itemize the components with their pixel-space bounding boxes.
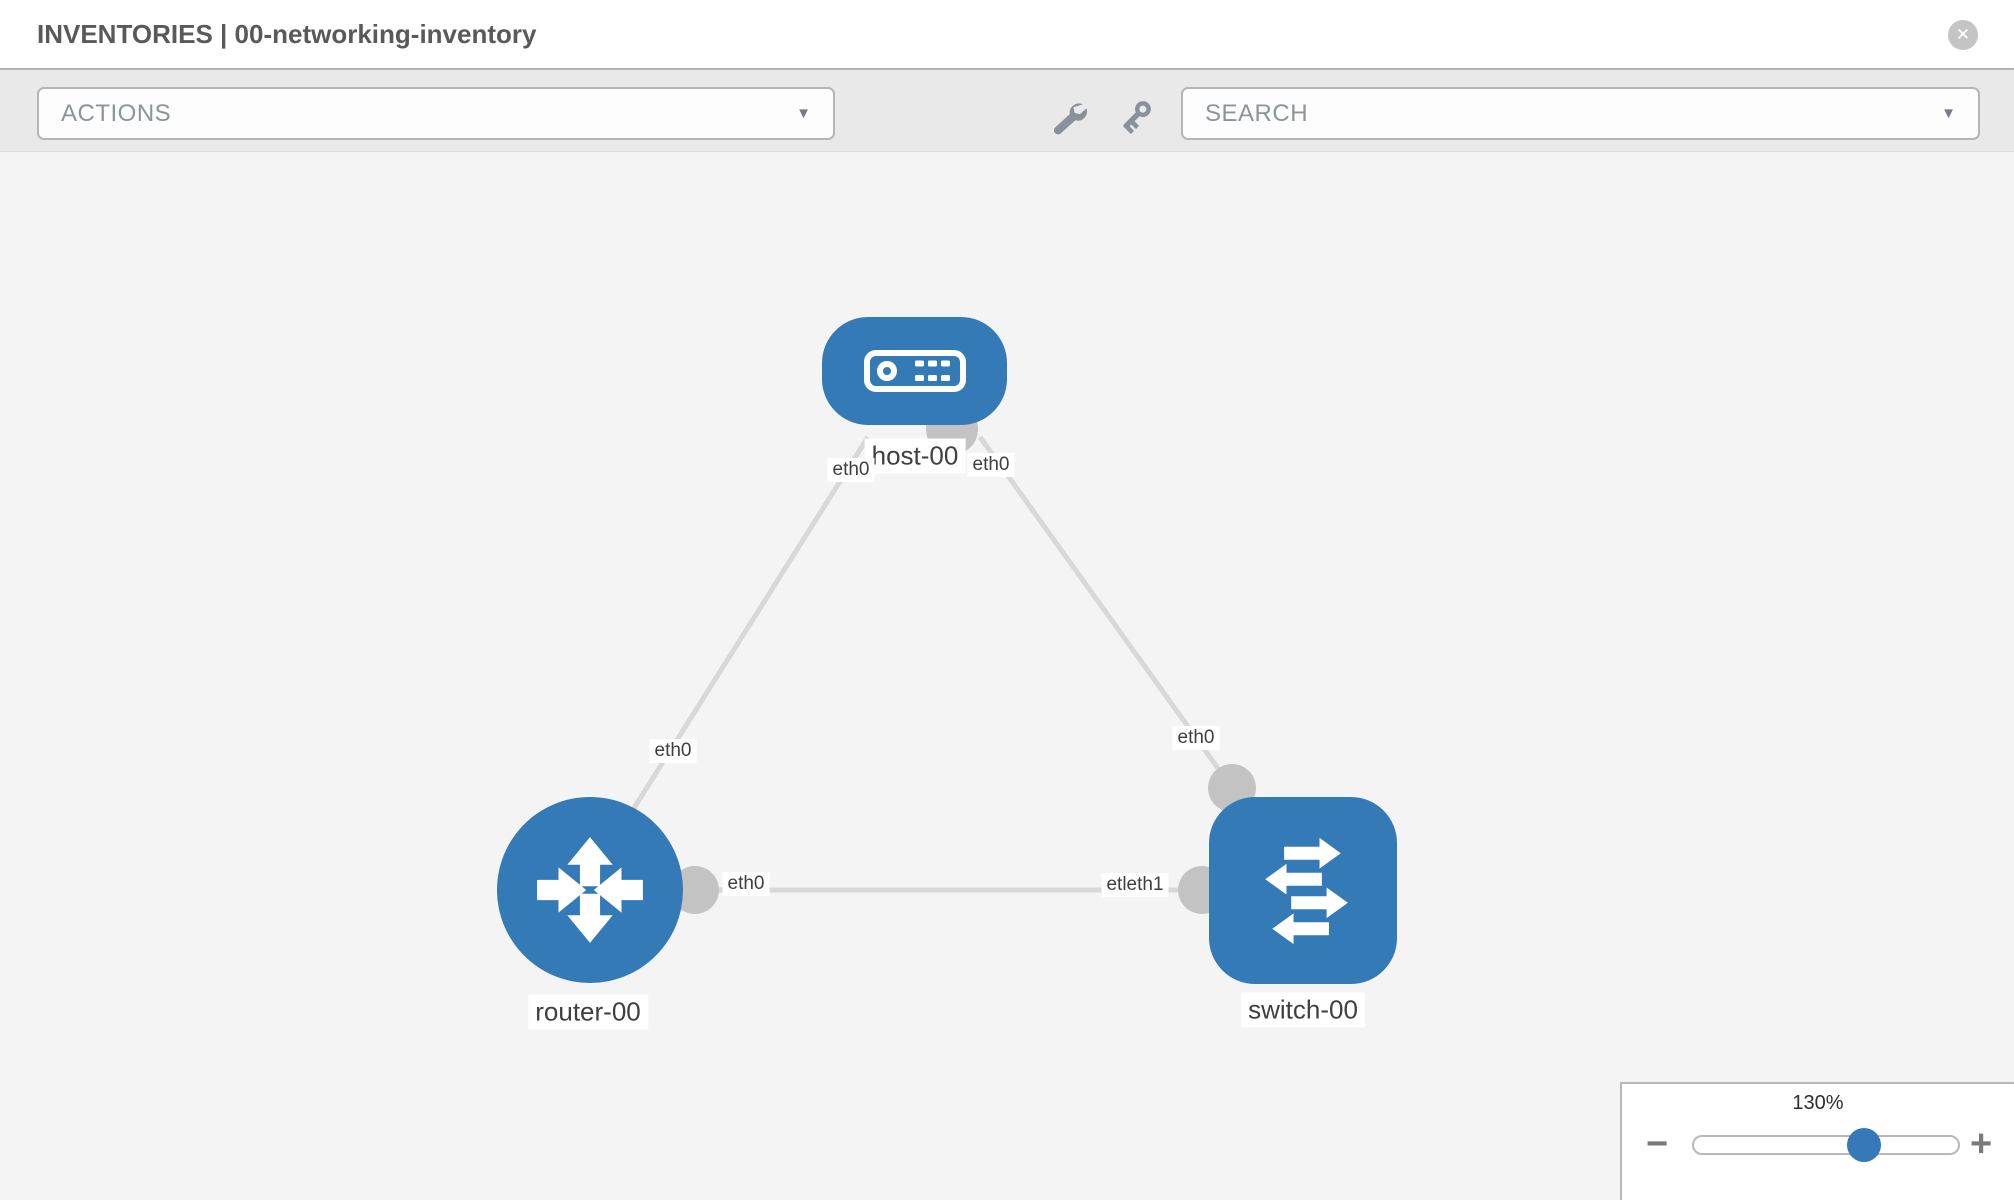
router-icon [537,837,643,943]
switch-icon [1265,837,1348,944]
page-title: INVENTORIES | 00-networking-inventory [37,0,536,68]
interface-label-eth0: eth0 [1172,726,1220,750]
actions-dropdown-label: ACTIONS [61,100,172,127]
zoom-level-label: 130% [1792,1092,1844,1114]
interface-dot-router [671,866,719,914]
topology-canvas[interactable]: host-00 router-00 switch-00 eth0 eth0 et… [0,152,2014,1200]
search-dropdown[interactable]: SEARCH ▼ [1181,87,1980,140]
interface-label-eth0: eth0 [827,458,875,482]
wrench-icon[interactable] [1048,97,1088,137]
toolbar: ACTIONS ▼ SEARCH ▼ [0,70,2014,152]
node-label-router: router-00 [528,994,648,1030]
chevron-down-icon: ▼ [796,105,811,122]
close-icon[interactable]: ✕ [1948,20,1978,50]
node-label-host: host-00 [864,438,966,474]
actions-dropdown[interactable]: ACTIONS ▼ [37,87,835,140]
inventory-name: 00-networking-inventory [234,19,537,49]
header: INVENTORIES | 00-networking-inventory ✕ [0,0,2014,70]
breadcrumb-separator: | [220,19,228,49]
zoom-slider-track[interactable] [1692,1135,1960,1155]
interface-label-eth1-overlap: etleth1 [1101,873,1169,897]
zoom-in-button[interactable]: + [1970,1123,1993,1165]
interface-label-eth0: eth0 [967,453,1015,477]
chevron-down-icon: ▼ [1941,105,1956,122]
zoom-slider-handle[interactable] [1847,1128,1881,1162]
interface-label-eth0: eth0 [722,872,770,896]
key-icon[interactable] [1115,97,1155,137]
topology-links-layer [590,403,1300,914]
zoom-control-panel: 130% − + [1620,1082,2014,1200]
zoom-out-button[interactable]: − [1646,1123,1669,1165]
node-host-00[interactable] [822,317,1007,425]
breadcrumb: INVENTORIES [37,19,213,49]
node-switch-00[interactable] [1209,797,1397,984]
interface-label-eth0: eth0 [649,739,697,763]
host-icon [863,350,966,392]
node-router-00[interactable] [497,797,683,983]
node-label-switch: switch-00 [1241,992,1365,1028]
key-icon-svg [1123,101,1151,134]
wrench-icon-svg [1053,103,1087,135]
link-host-router[interactable] [597,435,871,864]
search-dropdown-label: SEARCH [1205,100,1309,127]
